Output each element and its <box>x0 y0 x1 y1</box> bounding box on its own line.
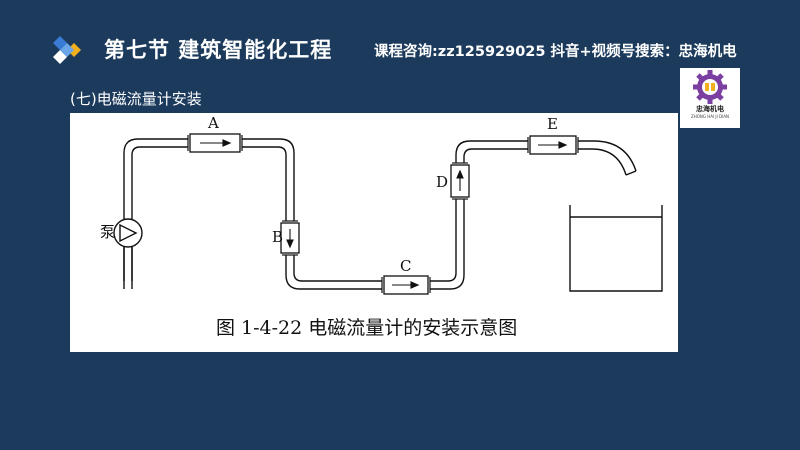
gear-logo-icon <box>693 70 727 104</box>
label-c: C <box>400 257 412 275</box>
pipe-b-down-outer <box>293 255 382 282</box>
pipe-bottom-right-outer <box>430 199 457 282</box>
pipe-top-inner <box>242 146 287 221</box>
water-tank <box>569 205 663 292</box>
label-b: B <box>272 228 284 246</box>
label-a: A <box>208 114 219 132</box>
pipe-pump-bottom <box>123 247 133 289</box>
brand-name: 忠海机电 <box>696 105 724 113</box>
page-title: 第七节 建筑智能化工程 <box>104 38 333 62</box>
brand-pinyin: ZHONG HAI JI DIAN <box>690 114 730 119</box>
pipe-top-outer <box>242 138 295 221</box>
section-subtitle: (七)电磁流量计安装 <box>70 90 202 108</box>
pipe-b-down-inner <box>285 255 382 290</box>
pipe-d-up-inner <box>463 148 528 163</box>
pipe-left-inner <box>131 146 188 281</box>
course-logo-icon <box>53 36 81 64</box>
pipe-d-up-outer <box>455 140 528 163</box>
label-pump: 泵 <box>100 223 116 241</box>
pipe-bottom-right-inner <box>430 199 465 290</box>
pipe-left-outer <box>123 138 188 281</box>
pipe-diagram-svg <box>113 133 663 295</box>
flowmeter-diagram: 泵 A B C D E 图 1-4-22 电磁流量计的安装示意图 <box>70 113 678 352</box>
label-d: D <box>436 173 449 191</box>
pump-icon <box>113 218 143 248</box>
pipe-outlet-inner <box>578 148 627 176</box>
contact-info: 课程咨询:zz125929025 抖音+视频号搜索：忠海机电 <box>374 44 737 60</box>
figure-caption: 图 1-4-22 电磁流量计的安装示意图 <box>216 317 518 339</box>
brand-logo: 忠海机电 ZHONG HAI JI DIAN <box>680 68 740 128</box>
label-e: E <box>547 115 558 133</box>
pipe-outlet-outer <box>578 140 637 172</box>
